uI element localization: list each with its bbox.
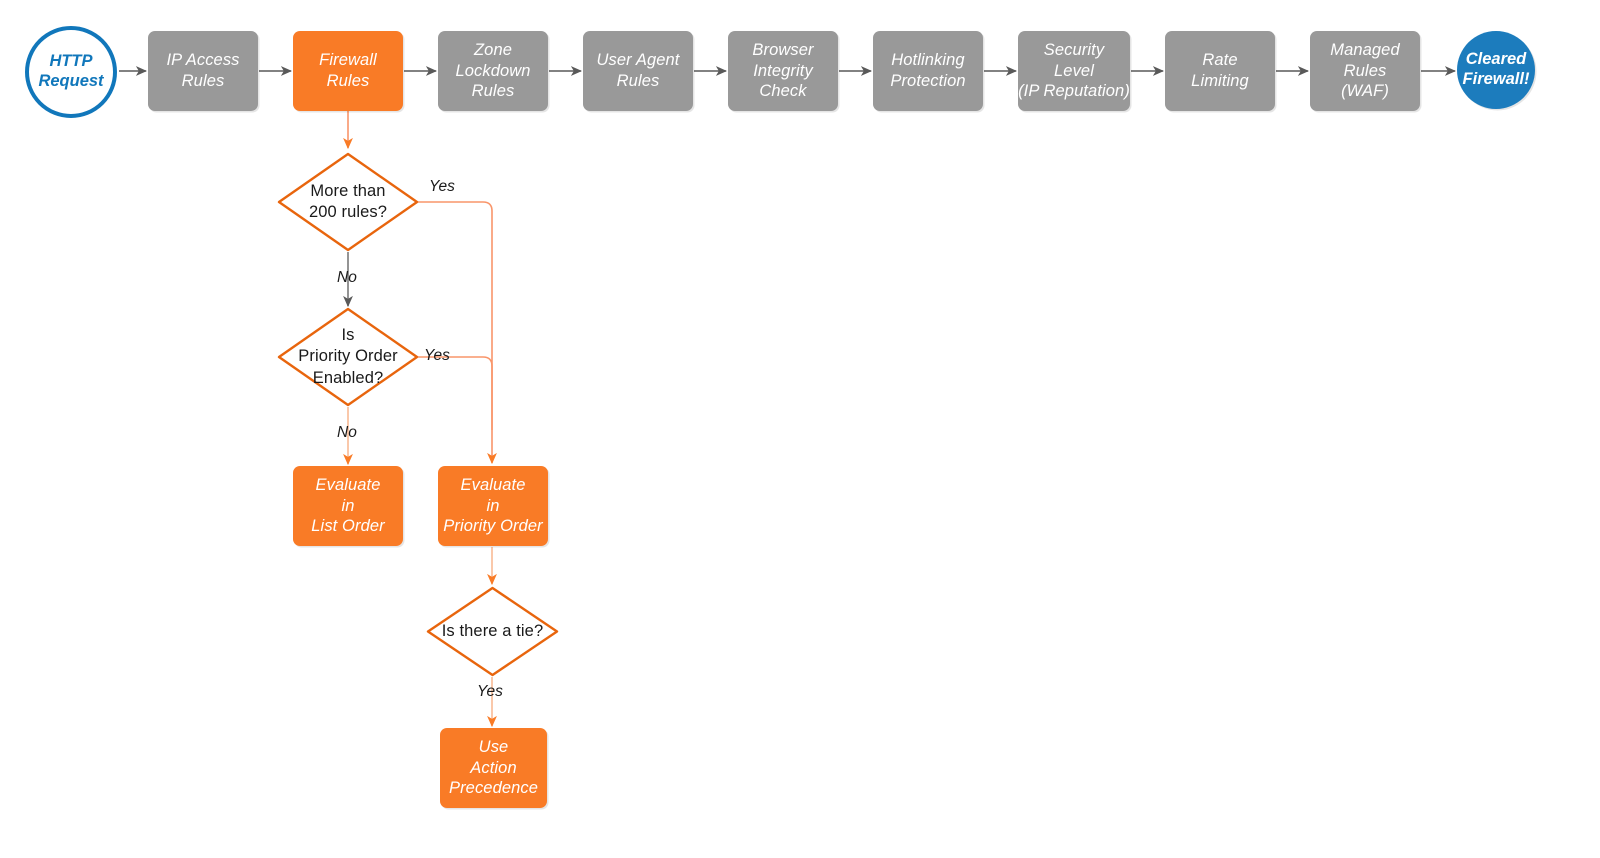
edge-label-rules200-yes: Yes xyxy=(429,178,455,195)
edge-label-priority-no: No xyxy=(337,424,357,441)
outcome-evaluate-in-priority-order[interactable]: Evaluate in Priority Order xyxy=(438,466,548,546)
decision-is-priority-order-enabled[interactable]: Is Priority Order Enabled? xyxy=(277,307,419,407)
decision-label-is-there-a-tie: Is there a tie? xyxy=(441,621,544,640)
edge-label-rules200-no: No xyxy=(337,269,357,286)
step-browser-integrity-check[interactable]: Browser Integrity Check xyxy=(728,31,838,111)
edge-rules200-yes xyxy=(418,201,497,465)
step-zone-lockdown-rules[interactable]: Zone Lockdown Rules xyxy=(438,31,548,111)
start-node-http-request[interactable]: HTTP Request xyxy=(25,26,117,118)
edge-priority-yes xyxy=(418,356,493,430)
step-hotlinking-protection[interactable]: Hotlinking Protection xyxy=(873,31,983,111)
step-security-level-ip-reputation[interactable]: Security Level (IP Reputation) xyxy=(1018,31,1130,111)
outcome-evaluate-in-list-order[interactable]: Evaluate in List Order xyxy=(293,466,403,546)
edge-label-tie-yes: Yes xyxy=(477,683,503,700)
diamond-shape-icon xyxy=(277,152,419,252)
decision-is-there-a-tie[interactable]: Is there a tie? xyxy=(426,586,559,677)
decision-label-more-than-200-rules: More than 200 rules? xyxy=(308,181,388,221)
step-ip-access-rules[interactable]: IP Access Rules xyxy=(148,31,258,111)
outcome-use-action-precedence[interactable]: Use Action Precedence xyxy=(440,728,547,808)
edge-label-priority-yes: Yes xyxy=(424,347,450,364)
diamond-shape-icon xyxy=(426,586,559,677)
end-node-cleared-firewall[interactable]: Cleared Firewall! xyxy=(1457,31,1535,109)
diamond-shape-icon xyxy=(277,307,419,407)
step-rate-limiting[interactable]: Rate Limiting xyxy=(1165,31,1275,111)
step-managed-rules-waf[interactable]: Managed Rules (WAF) xyxy=(1310,31,1420,111)
step-firewall-rules[interactable]: Firewall Rules xyxy=(293,31,403,111)
decision-more-than-200-rules[interactable]: More than 200 rules? xyxy=(277,152,419,252)
decision-label-is-priority-order-enabled: Is Priority Order Enabled? xyxy=(298,325,398,387)
step-user-agent-rules[interactable]: User Agent Rules xyxy=(583,31,693,111)
